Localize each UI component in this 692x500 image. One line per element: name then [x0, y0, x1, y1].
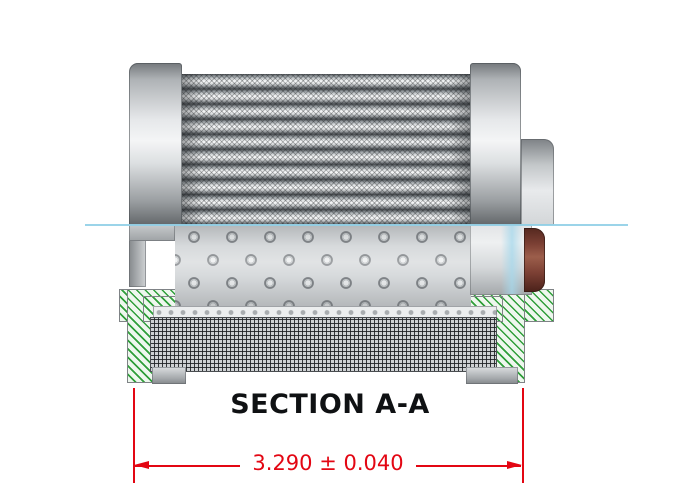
dimension-extension-line-left: [133, 388, 135, 483]
right-end-cap: [470, 63, 521, 225]
centerline: [85, 224, 628, 226]
left-end-cap: [129, 63, 182, 225]
dimension-arrow-left-icon: [134, 461, 149, 469]
dimension-text-container: 3.290 ± 0.040: [133, 451, 523, 475]
o-ring-seal: [524, 228, 545, 292]
hub-reflection: [501, 226, 523, 294]
wire-mesh-section: [150, 317, 497, 372]
left-cap-foot: [152, 367, 186, 384]
right-end-cap-hub: [521, 139, 554, 225]
dimension-extension-line-right: [522, 388, 524, 483]
perforated-rail: [153, 306, 497, 319]
pleated-filter-media: [182, 74, 470, 225]
right-cap-foot: [466, 367, 518, 384]
section-label: SECTION A-A: [230, 389, 430, 420]
perforated-core-tube: [175, 225, 471, 307]
dimension-arrow-right-icon: [507, 461, 522, 469]
left-end-cap-ledge: [129, 225, 175, 241]
dimension-text: 3.290 ± 0.040: [240, 451, 416, 475]
